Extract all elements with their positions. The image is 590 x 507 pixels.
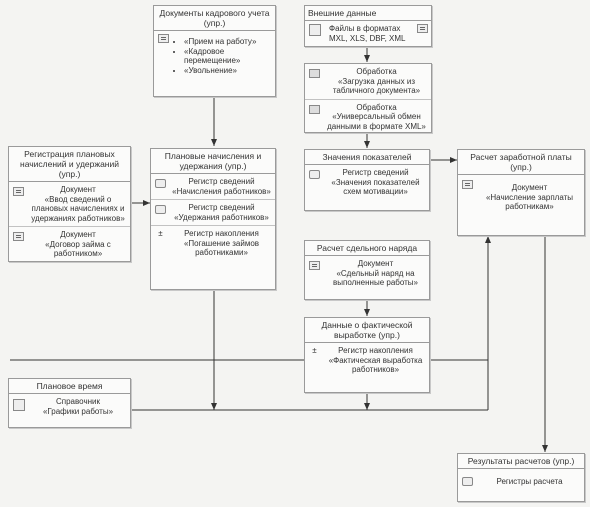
doc-name: «Начисление зарплаты работникам» bbox=[485, 192, 574, 212]
calc-register-icon bbox=[462, 477, 473, 486]
doc-name: «Ввод сведений о плановых начислениях и … bbox=[31, 194, 125, 223]
piecework-title: Расчет сдельного наряда bbox=[305, 241, 429, 256]
hr-documents-title: Документы кадрового учета (упр.) bbox=[154, 6, 275, 31]
results-title: Результаты расчетов (упр.) bbox=[458, 454, 584, 469]
catalog-icon bbox=[13, 399, 25, 411]
processing-icon bbox=[309, 69, 320, 78]
hr-documents-box: Документы кадрового учета (упр.) «Прием … bbox=[153, 5, 276, 97]
doc-type: Документ bbox=[511, 183, 548, 192]
document-icon bbox=[462, 180, 473, 189]
document-icon bbox=[13, 232, 24, 241]
document-icon bbox=[158, 34, 169, 43]
doc-name: «Договор займа с работником» bbox=[45, 239, 111, 259]
indicators-title: Значения показателей bbox=[305, 150, 429, 165]
register-name: «Погашение займов работниками» bbox=[183, 238, 260, 258]
document-icon bbox=[309, 261, 320, 270]
formats-line1: Файлы в форматах bbox=[329, 24, 401, 33]
piecework-box: Расчет сдельного наряда Документ «Сдельн… bbox=[304, 240, 430, 300]
file-import-icon bbox=[309, 24, 321, 36]
register-name: «Значения показателей схем мотивации» bbox=[331, 177, 420, 197]
results-box: Результаты расчетов (упр.) Регистры расч… bbox=[457, 453, 585, 502]
doc-type: Документ bbox=[60, 185, 96, 194]
processing-item-2: «Универсальный обмен данными в формате X… bbox=[327, 112, 426, 131]
table-icon bbox=[417, 24, 428, 33]
planned-registration-box: Регистрация плановых начислений и удержа… bbox=[8, 146, 131, 262]
processing-title-2: Обработка bbox=[356, 102, 397, 112]
planned-accruals-box: Плановые начисления и удержания (упр.) Р… bbox=[150, 148, 276, 290]
planned-time-title: Плановое время bbox=[9, 379, 130, 394]
register-type: Регистр накопления bbox=[184, 229, 259, 238]
accumulation-register-icon: ± bbox=[158, 229, 163, 238]
register-name: «Начисления работников» bbox=[172, 186, 271, 196]
external-data-box: Внешние данные Файлы в форматах MXL, XLS… bbox=[304, 5, 432, 47]
planned-registration-title: Регистрация плановых начислений и удержа… bbox=[9, 147, 130, 182]
register-type: Регистр накопления bbox=[338, 346, 413, 355]
processing-icon bbox=[309, 104, 320, 114]
document-icon bbox=[13, 187, 24, 196]
processing-item-1: «Загрузка данных из табличного документа… bbox=[332, 76, 421, 96]
processing-title-1: Обработка bbox=[356, 67, 397, 76]
formats-line2: MXL, XLS, DBF, XML bbox=[329, 33, 406, 43]
payroll-box: Расчет заработной платы (упр.) Документ … bbox=[457, 149, 585, 236]
doc-type: Документ bbox=[357, 259, 394, 268]
register-type: Регистр сведений bbox=[188, 203, 255, 212]
payroll-title: Расчет заработной платы (упр.) bbox=[458, 150, 584, 175]
actual-output-box: Данные о фактической выработке (упр.) ± … bbox=[304, 317, 430, 393]
processing-box: Обработка «Загрузка данных из табличного… bbox=[304, 63, 432, 133]
doc-name: «Сдельный наряд на выполненные работы» bbox=[332, 268, 418, 288]
register-type: Регистр сведений bbox=[188, 177, 255, 186]
info-register-icon bbox=[155, 205, 166, 214]
list-item: «Увольнение» bbox=[184, 66, 272, 76]
list-item: «Прием на работу» bbox=[184, 37, 272, 47]
planned-accruals-title: Плановые начисления и удержания (упр.) bbox=[151, 149, 275, 174]
actual-output-title: Данные о фактической выработке (упр.) bbox=[305, 318, 429, 343]
doc-type: Документ bbox=[60, 230, 96, 239]
list-item: «Кадровое перемещение» bbox=[184, 47, 272, 66]
register-name: «Удержания работников» bbox=[174, 212, 269, 222]
register-name: Регистры расчета bbox=[496, 477, 563, 486]
register-type: Регистр сведений bbox=[342, 168, 409, 177]
external-data-title: Внешние данные bbox=[305, 6, 431, 21]
hr-documents-list: «Прием на работу» «Кадровое перемещение»… bbox=[158, 37, 272, 75]
catalog-type: Справочник bbox=[56, 397, 100, 406]
catalog-name: «Графики работы» bbox=[42, 406, 114, 416]
register-name: «Фактическая выработка работников» bbox=[328, 355, 423, 375]
accumulation-register-icon: ± bbox=[312, 346, 317, 355]
info-register-icon bbox=[155, 179, 166, 188]
planned-time-box: Плановое время Справочник «Графики работ… bbox=[8, 378, 131, 428]
info-register-icon bbox=[309, 170, 320, 179]
indicators-box: Значения показателей Регистр сведений «З… bbox=[304, 149, 430, 211]
